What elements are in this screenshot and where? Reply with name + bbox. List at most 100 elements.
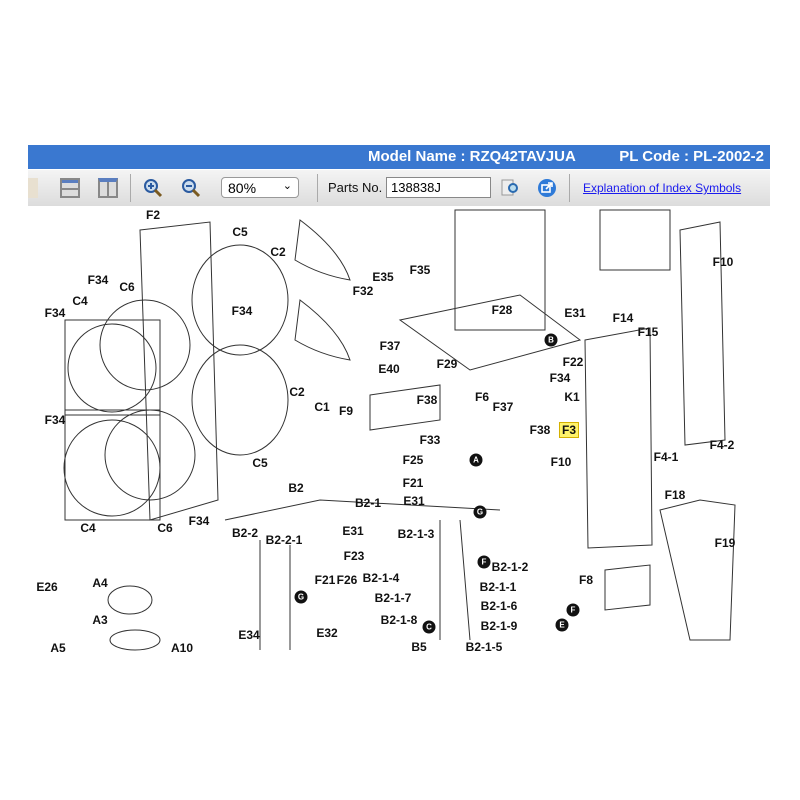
zoom-in-icon[interactable] [143, 178, 163, 198]
part-label[interactable]: B5 [411, 640, 427, 654]
vertical-split-icon[interactable] [98, 178, 118, 198]
marker-f: F [566, 603, 580, 617]
horizontal-split-icon[interactable] [60, 178, 80, 198]
marker-b: B [544, 333, 558, 347]
marker-g: G [473, 505, 487, 519]
part-label[interactable]: C5 [232, 225, 248, 239]
part-label[interactable]: F23 [343, 549, 365, 563]
part-label[interactable]: B2-1-2 [491, 560, 529, 574]
part-label[interactable]: F10 [712, 255, 734, 269]
part-label[interactable]: F26 [336, 573, 358, 587]
part-label[interactable]: B2-1-5 [465, 640, 503, 654]
part-label[interactable]: F28 [491, 303, 513, 317]
part-label[interactable]: F38 [416, 393, 438, 407]
part-label[interactable]: F21 [402, 476, 424, 490]
zoom-out-icon[interactable] [181, 178, 201, 198]
external-link-icon[interactable] [537, 178, 557, 198]
part-label[interactable]: E31 [342, 524, 364, 538]
parts-no-label: Parts No. [328, 180, 383, 195]
exploded-view-drawing [63, 209, 736, 651]
marker-e: E [555, 618, 569, 632]
part-label[interactable]: C4 [72, 294, 88, 308]
part-label[interactable]: F15 [637, 325, 659, 339]
part-label[interactable]: E40 [378, 362, 400, 376]
part-label[interactable]: F25 [402, 453, 424, 467]
search-part-icon[interactable] [500, 178, 520, 198]
part-label[interactable]: F19 [714, 536, 736, 550]
sort-icon[interactable] [28, 178, 38, 198]
chevron-down-icon: ⌄ [282, 180, 292, 192]
part-label[interactable]: F21 [314, 573, 336, 587]
part-label[interactable]: E31 [564, 306, 586, 320]
marker-c: C [422, 620, 436, 634]
part-label[interactable]: K1 [564, 390, 580, 404]
explanation-link[interactable]: Explanation of Index Symbols [583, 181, 742, 195]
part-label[interactable]: F34 [231, 304, 253, 318]
part-label[interactable]: C6 [157, 521, 173, 535]
part-label[interactable]: F22 [562, 355, 584, 369]
part-label[interactable]: E32 [316, 626, 338, 640]
model-name: Model Name : RZQ42TAVJUA [368, 148, 576, 165]
part-label[interactable]: F8 [578, 573, 594, 587]
part-label[interactable]: F34 [44, 413, 66, 427]
part-label[interactable]: F37 [379, 339, 401, 353]
part-label[interactable]: F18 [664, 488, 686, 502]
part-label[interactable]: A4 [92, 576, 108, 590]
pl-code: PL Code : PL-2002-2 [619, 148, 764, 165]
part-label[interactable]: F34 [549, 371, 571, 385]
part-label[interactable]: F6 [474, 390, 490, 404]
part-label[interactable]: C6 [119, 280, 135, 294]
part-label[interactable]: A3 [92, 613, 108, 627]
part-label[interactable]: F34 [87, 273, 109, 287]
part-label[interactable]: C1 [314, 400, 330, 414]
part-label[interactable]: B2-1-9 [480, 619, 518, 633]
part-label[interactable]: B2 [288, 481, 304, 495]
part-label[interactable]: F2 [145, 208, 161, 222]
part-label[interactable]: F4-2 [709, 438, 735, 452]
part-label[interactable]: C4 [80, 521, 96, 535]
part-label[interactable]: B2-1-1 [479, 580, 517, 594]
part-label[interactable]: F14 [612, 311, 634, 325]
part-label[interactable]: B2-1-8 [380, 613, 418, 627]
part-label[interactable]: E26 [36, 580, 58, 594]
part-label[interactable]: E35 [372, 270, 394, 284]
part-label[interactable]: A5 [50, 641, 66, 655]
parts-diagram: F2 C5 C2 E35 F35 F34 C6 C4 F34 F34 F32 F… [28, 206, 770, 656]
separator [569, 174, 570, 202]
zoom-select[interactable]: 80% ⌄ [221, 177, 299, 198]
part-label[interactable]: B2-1-7 [374, 591, 412, 605]
part-label[interactable]: C2 [289, 385, 305, 399]
part-label[interactable]: B2-1-4 [362, 571, 400, 585]
part-label[interactable]: F32 [352, 284, 374, 298]
part-label[interactable]: E31 [403, 494, 425, 508]
part-label[interactable]: B2-1-3 [397, 527, 435, 541]
part-label[interactable]: F9 [338, 404, 354, 418]
part-label[interactable]: C5 [252, 456, 268, 470]
part-label[interactable]: F29 [436, 357, 458, 371]
part-label[interactable]: B2-1 [354, 496, 382, 510]
part-label[interactable]: F34 [44, 306, 66, 320]
part-label[interactable]: E34 [238, 628, 260, 642]
separator [317, 174, 318, 202]
toolbar: 80% ⌄ Parts No. 138838J Explanation of In… [28, 170, 770, 207]
part-label[interactable]: F34 [188, 514, 210, 528]
parts-no-input[interactable]: 138838J [386, 177, 491, 198]
part-label[interactable]: F33 [419, 433, 441, 447]
part-label[interactable]: B2-2 [231, 526, 259, 540]
part-label[interactable]: A10 [170, 641, 194, 655]
title-bar: Model Name : RZQ42TAVJUA PL Code : PL-20… [28, 145, 770, 169]
part-label-highlighted[interactable]: F3 [558, 422, 580, 438]
part-label[interactable]: F4-1 [653, 450, 679, 464]
part-label[interactable]: F37 [492, 400, 514, 414]
separator [130, 174, 131, 202]
part-label[interactable]: F38 [529, 423, 551, 437]
part-label[interactable]: F35 [409, 263, 431, 277]
part-label[interactable]: C2 [270, 245, 286, 259]
marker-f: F [477, 555, 491, 569]
marker-a: A [469, 453, 483, 467]
zoom-value: 80% [228, 180, 257, 196]
marker-g: G [294, 590, 308, 604]
part-label[interactable]: B2-2-1 [265, 533, 303, 547]
part-label[interactable]: F10 [550, 455, 572, 469]
part-label[interactable]: B2-1-6 [480, 599, 518, 613]
